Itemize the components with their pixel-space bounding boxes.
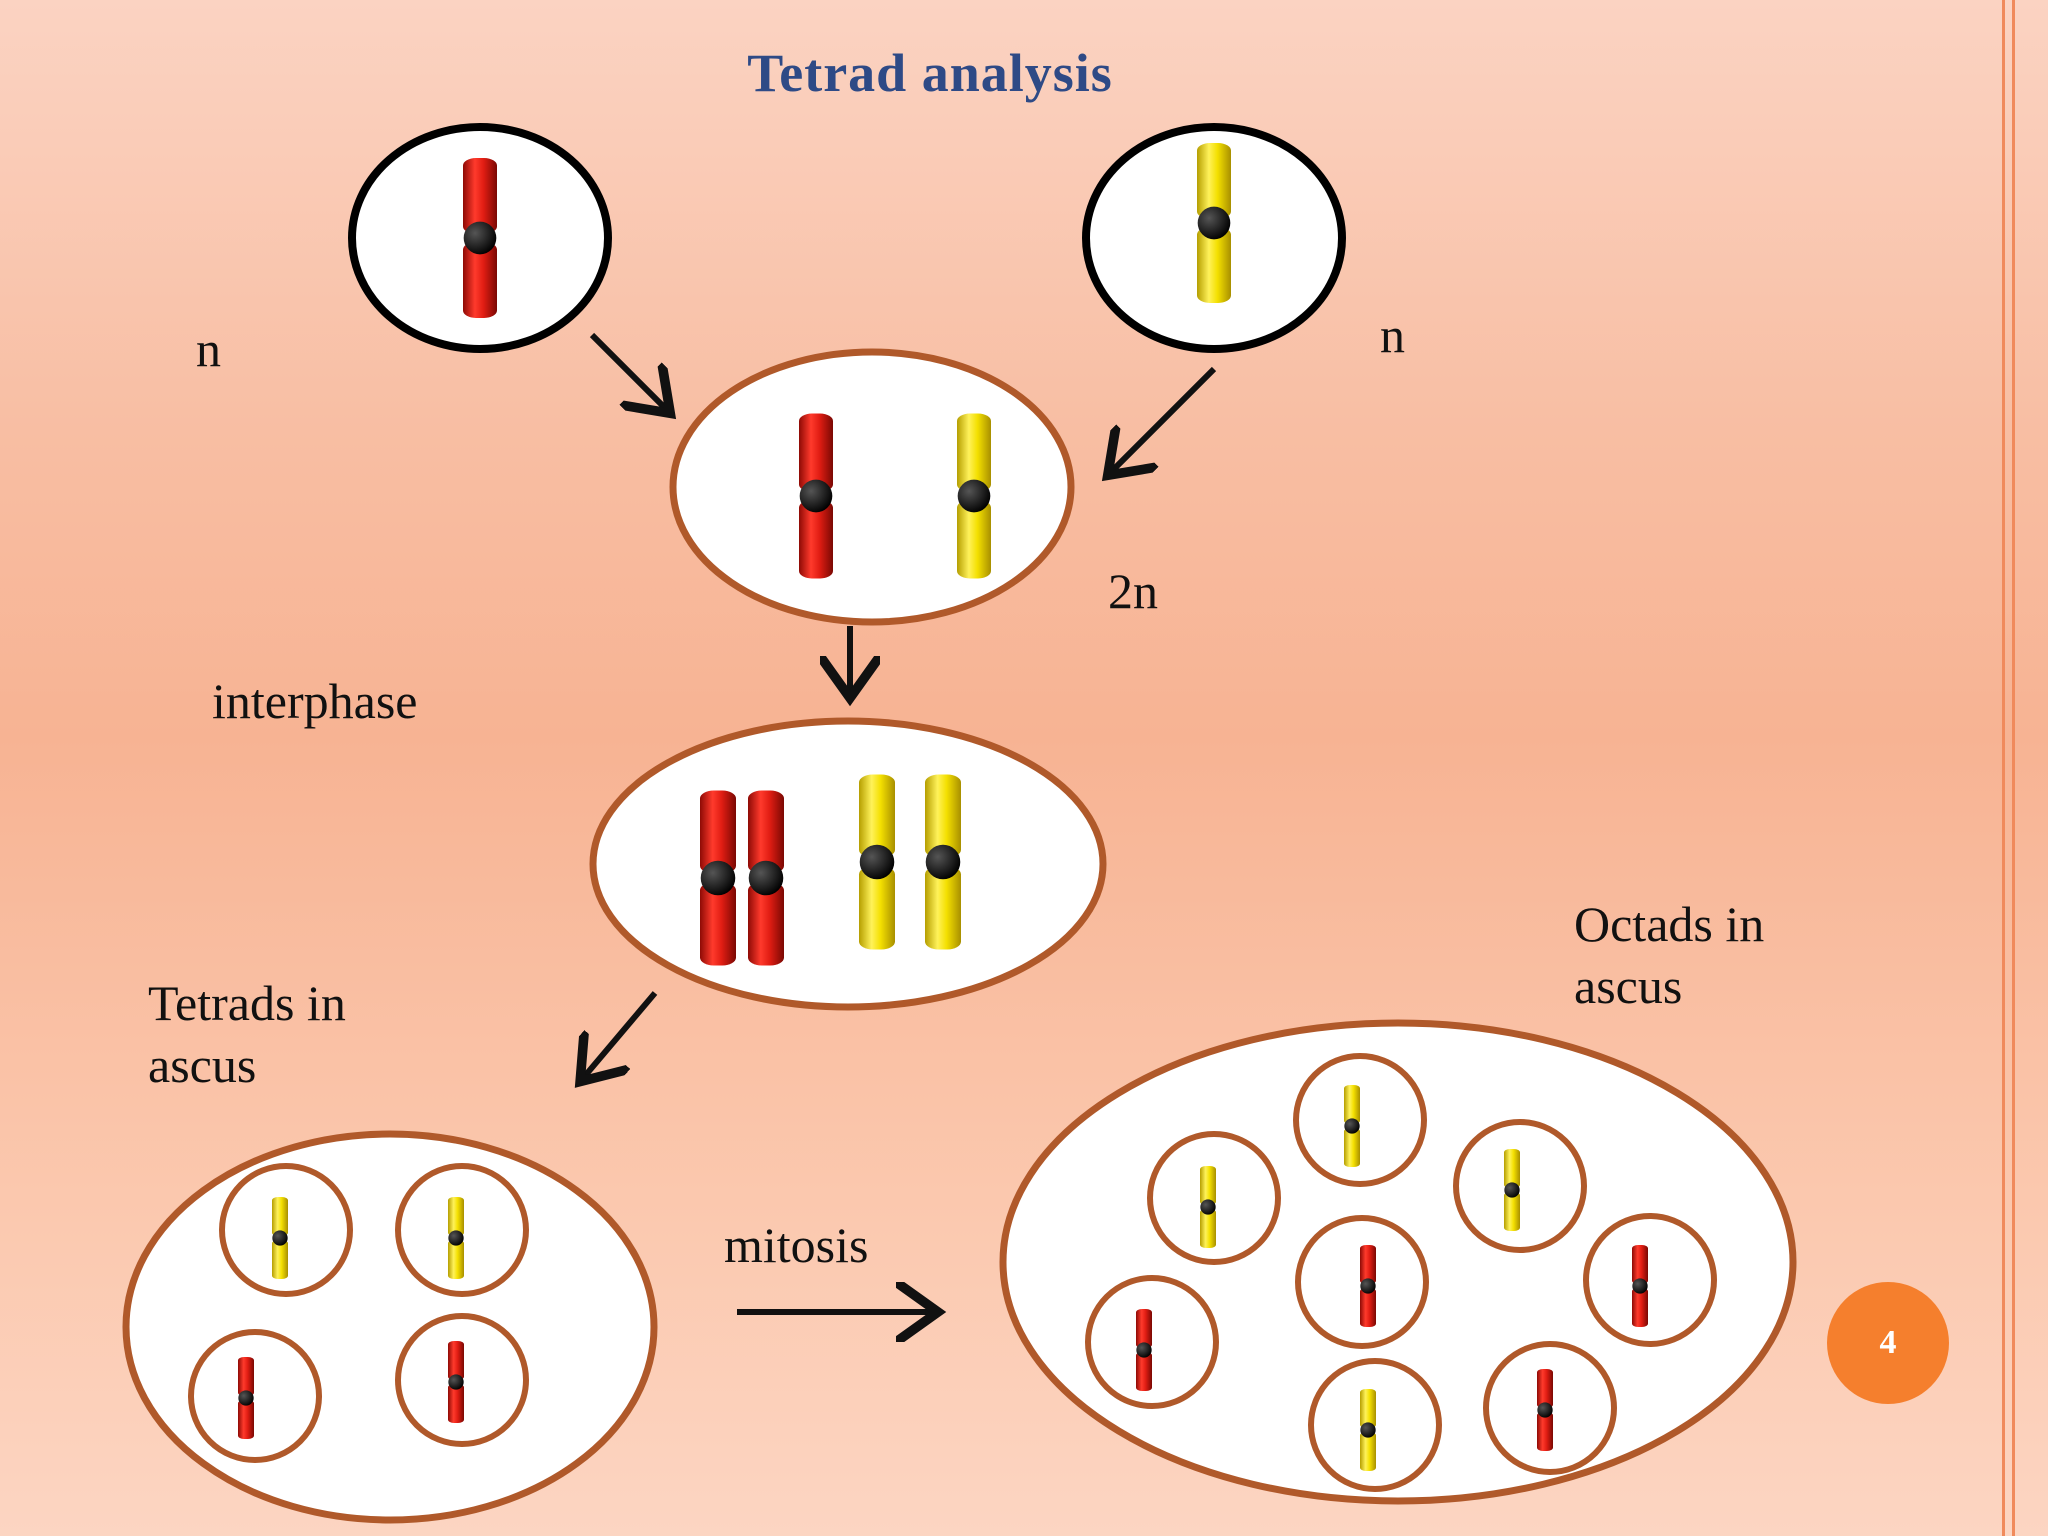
centromere-dot xyxy=(925,844,961,880)
red-chromosome xyxy=(1632,1245,1648,1327)
diploid-cell xyxy=(669,348,1075,626)
centromere-dot xyxy=(1136,1342,1152,1358)
centromere-dot xyxy=(799,479,833,513)
centromere-dot xyxy=(957,479,991,513)
centromere-dot xyxy=(1197,206,1231,240)
yellow-chromosome xyxy=(448,1197,464,1279)
centromere-dot xyxy=(748,860,784,896)
label-mitosis: mitosis xyxy=(724,1217,869,1273)
yellow-chromosome xyxy=(272,1197,288,1279)
centromere-dot xyxy=(1360,1278,1376,1294)
arrow-red-to-diploid xyxy=(589,332,666,409)
red-chromosome xyxy=(1537,1369,1553,1451)
label-tetrads: Tetrads in ascus xyxy=(148,975,346,1093)
centromere-dot xyxy=(463,221,497,255)
slide-border-left xyxy=(2002,0,2005,1536)
red-chromosome xyxy=(1360,1245,1376,1327)
centromere-dot xyxy=(1504,1182,1520,1198)
label-octads: Octads in ascus xyxy=(1574,896,1765,1014)
spore-cell xyxy=(1453,1119,1587,1253)
red-chromosome xyxy=(238,1357,254,1439)
yellow-chromosome xyxy=(1200,1166,1216,1248)
yellow-chromosome xyxy=(1197,143,1231,303)
yellow-chromosome xyxy=(957,413,991,579)
centromere-dot xyxy=(1360,1422,1376,1438)
arrow-yellow-to-diploid xyxy=(1112,366,1217,471)
tetrad-ascus xyxy=(122,1130,658,1524)
red-chromosome xyxy=(748,790,784,966)
centromere-dot xyxy=(238,1390,254,1406)
centromere-dot xyxy=(700,860,736,896)
centromere-dot xyxy=(1344,1118,1360,1134)
centromere-dot xyxy=(272,1230,288,1246)
label-diploid: 2n xyxy=(1108,563,1158,619)
yellow-chromosome xyxy=(1504,1149,1520,1231)
spore-cell xyxy=(188,1329,322,1463)
red-chromosome xyxy=(1136,1309,1152,1391)
centromere-dot xyxy=(448,1230,464,1246)
page-number-badge: 4 xyxy=(1827,1282,1949,1404)
arrow-to-tetrads xyxy=(584,991,658,1077)
yellow-chromosome xyxy=(1360,1389,1376,1471)
spore-cell xyxy=(1583,1213,1717,1347)
chromosome-layer xyxy=(238,143,1648,1471)
yellow-chromosome xyxy=(1344,1085,1360,1167)
red-chromosome xyxy=(700,790,736,966)
label-haploid-right: n xyxy=(1380,307,1405,363)
label-interphase: interphase xyxy=(212,673,418,729)
centromere-dot xyxy=(448,1374,464,1390)
centromere-dot xyxy=(1632,1278,1648,1294)
slide-border-right xyxy=(2012,0,2015,1536)
yellow-chromosome xyxy=(859,774,895,950)
label-haploid-left: n xyxy=(196,321,221,377)
centromere-dot xyxy=(1200,1199,1216,1215)
yellow-chromosome xyxy=(925,774,961,950)
replicated-cell xyxy=(589,717,1107,1011)
centromere-dot xyxy=(859,844,895,880)
slide-title: Tetrad analysis xyxy=(747,43,1113,103)
red-chromosome xyxy=(463,158,497,318)
red-chromosome xyxy=(448,1341,464,1423)
red-chromosome xyxy=(799,413,833,579)
centromere-dot xyxy=(1537,1402,1553,1418)
